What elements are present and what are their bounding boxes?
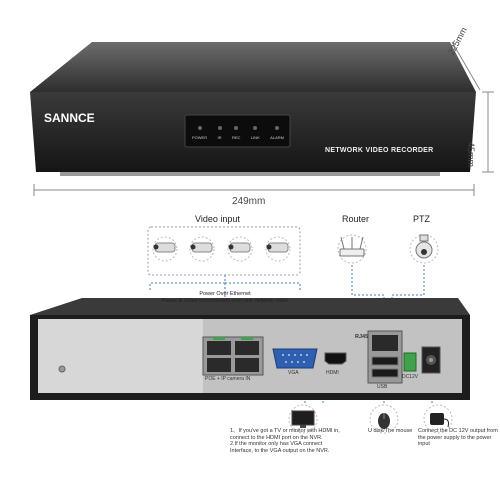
usb-port-1[interactable] [371,356,399,366]
hdmi-port[interactable] [324,352,347,365]
screw-icon [58,365,66,373]
camera-3-icon [227,236,253,262]
rj45-port[interactable] [372,335,398,351]
indicator-panel [184,114,291,148]
monitor-connection-note: 1、If you've got a TV or minitor with HDM… [230,428,340,454]
poe-port-2[interactable] [235,341,259,355]
poe-port-1[interactable] [207,341,231,355]
model-text: NETWORK VIDEO RECORDER [325,147,434,154]
depth-dimension-line [451,41,481,91]
dc-label: DC12V [402,374,419,380]
hdmi-label: HDMI [326,370,339,376]
height-label: 45mm [466,142,476,168]
indicator-rec: REC [232,122,240,144]
monitor-icon [288,404,318,434]
usb-label: USB [377,384,388,390]
poe-description: Power Over Ethernet Power & Video transm… [161,291,289,304]
power-adapter-icon [423,404,453,434]
power-note: Connect the DC 12V output from the power… [418,428,498,447]
camera-group-box [147,226,301,276]
rj45-label: RJ45 [355,334,369,340]
mouse-icon [369,404,399,434]
rec-led-icon [234,126,239,130]
router-label: Router [342,214,370,224]
nvr-foot [60,172,440,176]
alarm-led-icon [275,126,280,130]
connection-diagram [30,226,470,434]
camera-2-icon [189,236,215,262]
dc-power-port[interactable] [421,346,441,374]
lan-usb-stack [367,330,403,384]
link-led-icon [253,126,258,130]
vga-port[interactable] [272,348,318,369]
poe-ports-label: POE + IP camera IN [205,376,251,382]
ptz-camera-icon [409,234,439,264]
poe-ports [202,336,264,376]
ir-led-icon [217,126,222,130]
indicator-ir: IR [217,122,222,144]
indicator-power: POWER [192,122,207,144]
indicator-alarm: ALARM [270,122,284,144]
vga-label: VGA [288,370,299,376]
indicator-row: POWER IR REC LINK ALARM [192,122,284,144]
front-view [30,41,494,196]
poe-port-3[interactable] [207,358,231,372]
brand-logo: SANNCE [44,111,95,125]
poe-port-4[interactable] [235,358,259,372]
indicator-link: LINK [251,122,260,144]
router-icon [337,234,367,264]
video-input-label: Video input [195,214,240,224]
usb-note: U disk/The mouse [368,428,413,434]
power-led-icon [197,126,202,130]
camera-4-icon [265,236,291,262]
ptz-label: PTZ [413,214,430,224]
alarm-terminal-block [403,352,417,372]
nvr-top-surface [30,42,476,92]
camera-1-icon [152,236,178,262]
usb-port-2[interactable] [371,368,399,378]
width-label: 249mm [232,196,266,207]
